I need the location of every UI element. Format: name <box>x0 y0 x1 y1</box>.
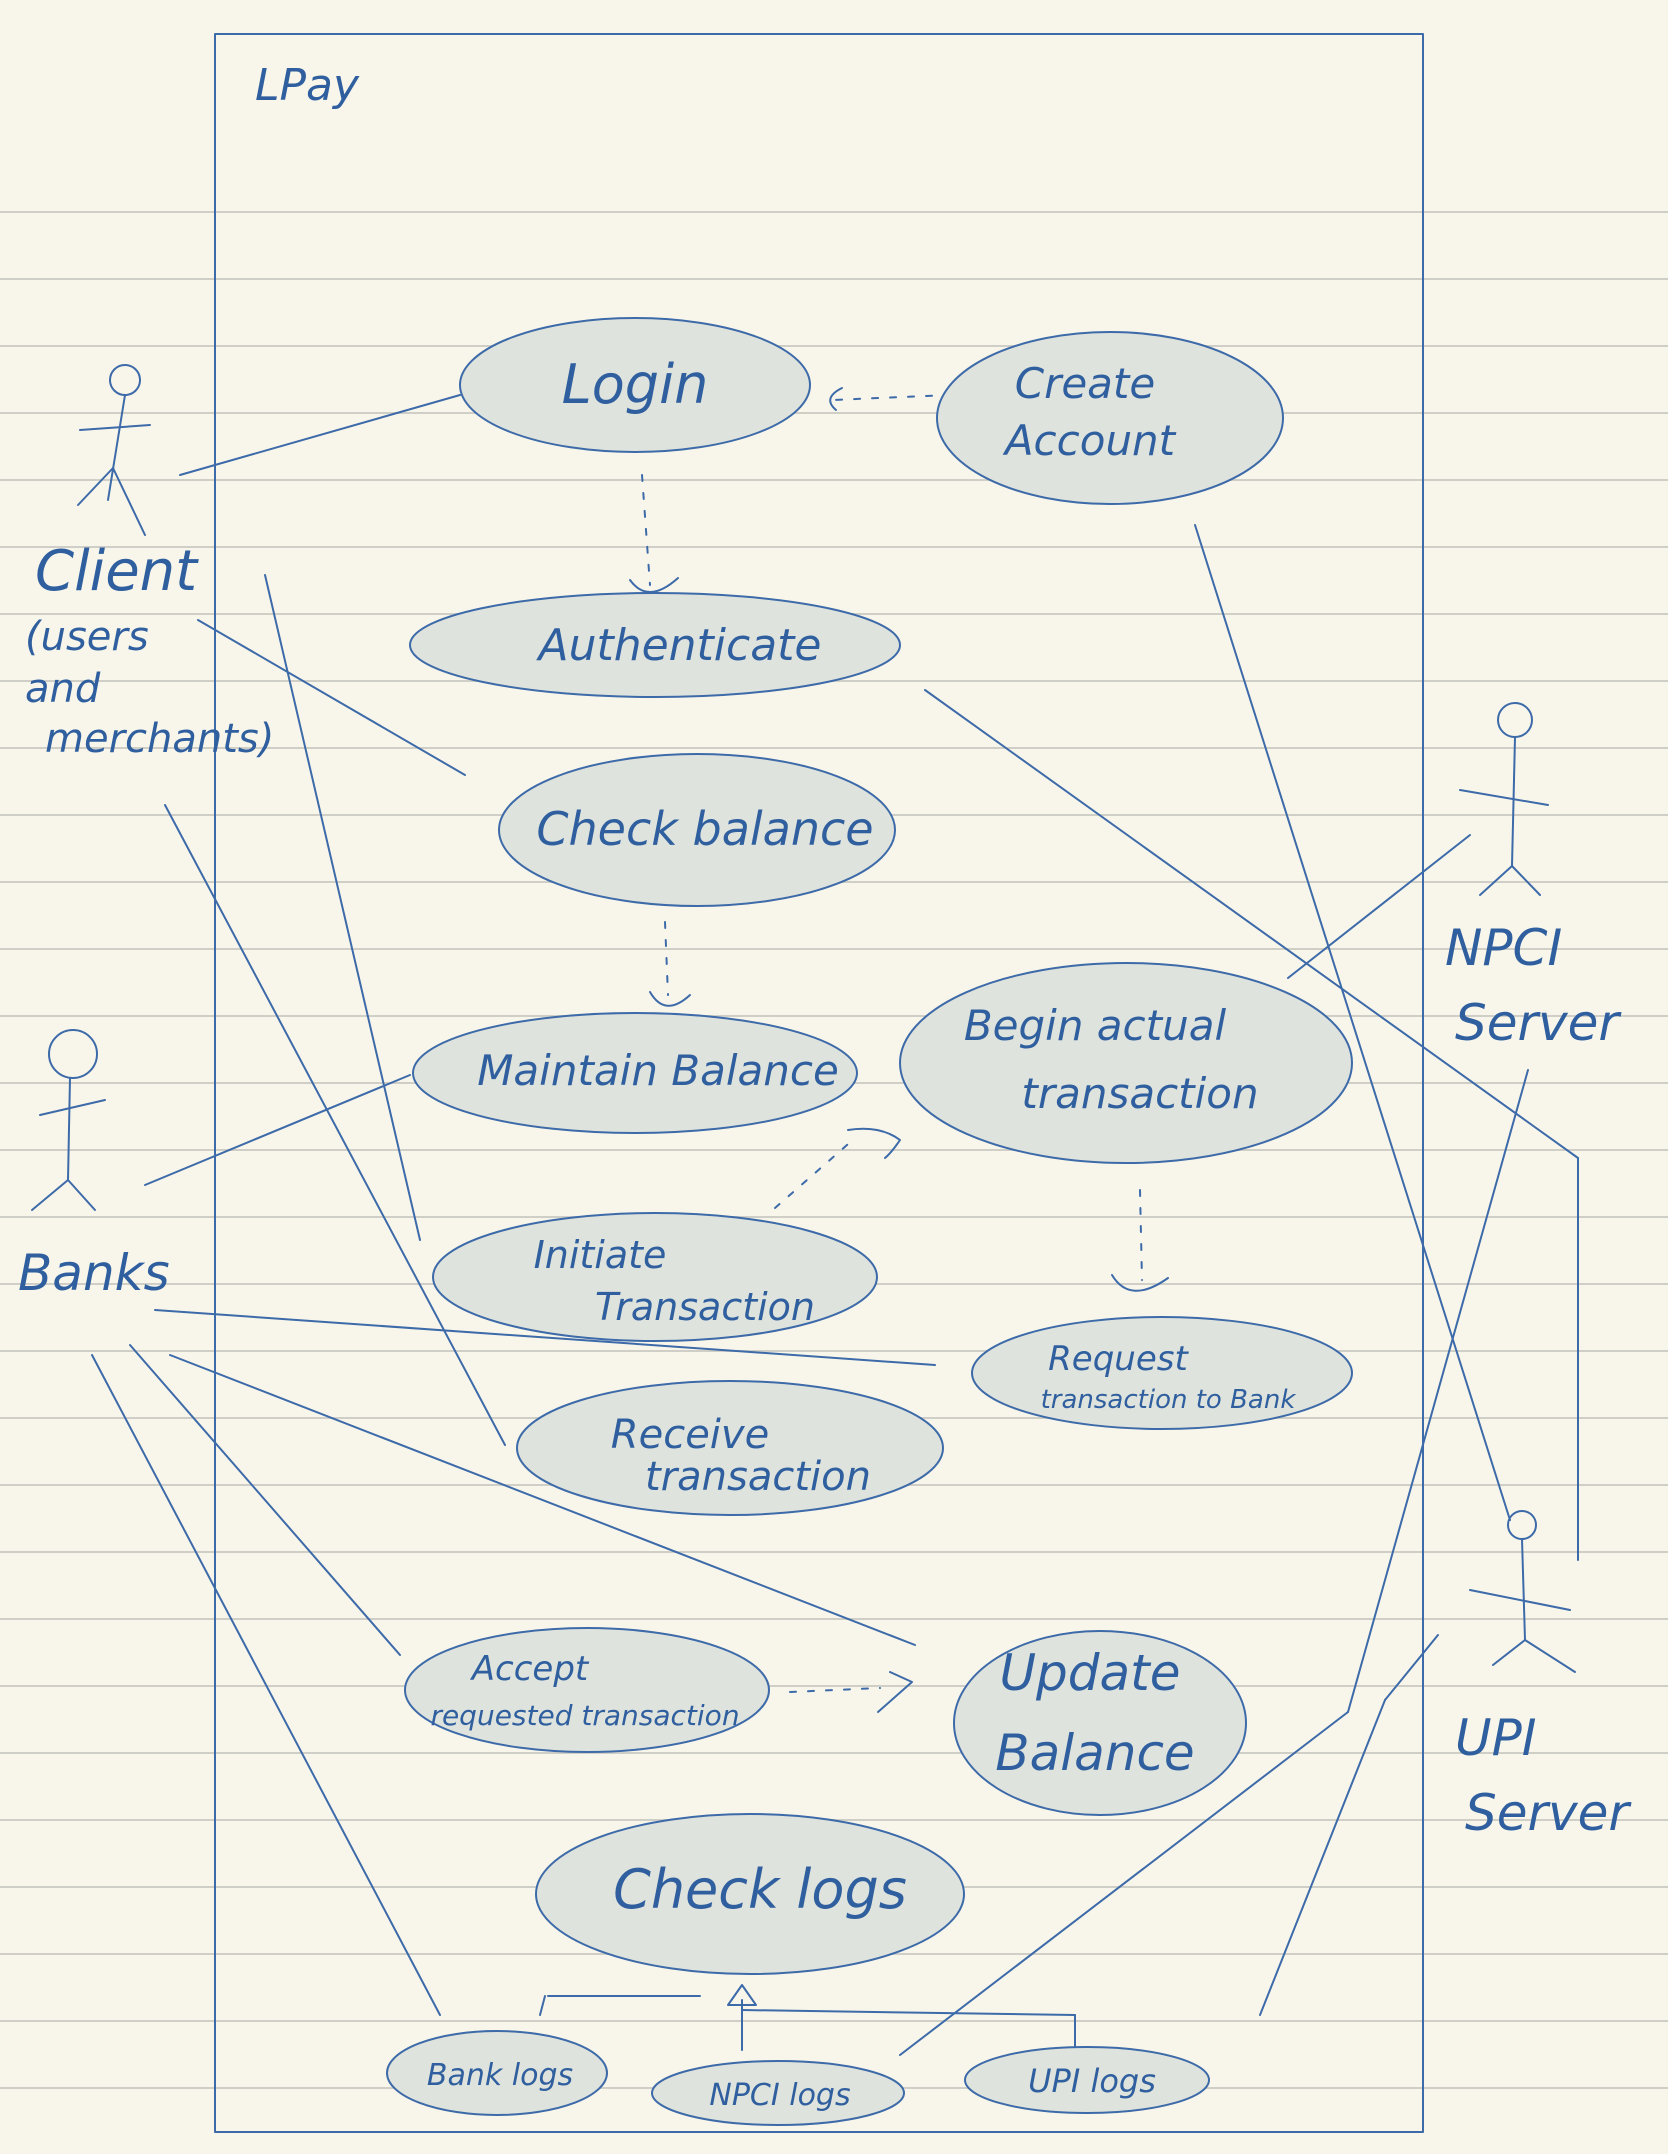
actor-upi-server: UPI Server <box>1455 1510 1632 1842</box>
svg-text:Initiate: Initiate <box>534 1233 667 1277</box>
svg-text:transaction to Bank: transaction to Bank <box>1041 1385 1297 1415</box>
stick-figure-icon <box>1459 702 1549 896</box>
use-case-npci-logs: NPCI logs <box>651 2060 905 2126</box>
system-boundary <box>214 33 1424 2133</box>
use-case-create-account: Create Account <box>936 331 1284 505</box>
svg-text:Accept: Accept <box>470 1649 590 1689</box>
use-case-accept-transaction: Accept requested transaction <box>404 1627 770 1753</box>
stick-figure-icon <box>1469 1510 1576 1673</box>
svg-text:Begin actual: Begin actual <box>964 1001 1227 1050</box>
use-case-update-balance: Update Balance <box>953 1630 1247 1816</box>
actor-upi-label: Server <box>1465 1784 1632 1842</box>
stick-figure-icon <box>77 364 151 536</box>
svg-text:Transaction: Transaction <box>595 1285 815 1329</box>
svg-text:UPI logs: UPI logs <box>1028 2062 1156 2100</box>
stick-figure-icon <box>31 1029 106 1211</box>
actor-npci-label: NPCI <box>1445 919 1562 977</box>
actor-banks: Banks <box>18 1029 170 1302</box>
svg-text:Account: Account <box>1002 416 1177 465</box>
use-case-upi-logs: UPI logs <box>964 2046 1210 2114</box>
dependencies <box>539 387 1169 2056</box>
svg-text:Balance: Balance <box>995 1724 1194 1782</box>
ruled-lines <box>0 211 1668 2089</box>
actor-client-note: (users <box>25 614 149 660</box>
svg-text:Create: Create <box>1015 359 1155 408</box>
svg-text:Update: Update <box>999 1644 1180 1702</box>
svg-text:Login: Login <box>562 353 709 416</box>
use-case-initiate-transaction: Initiate Transaction <box>432 1212 878 1342</box>
use-case-receive-transaction: Receive transaction <box>516 1380 944 1516</box>
use-case-begin-transaction: Begin actual transaction <box>899 962 1353 1164</box>
use-case-maintain-balance: Maintain Balance <box>412 1012 858 1134</box>
actor-banks-label: Banks <box>18 1244 170 1302</box>
actor-client-note: merchants) <box>45 716 274 762</box>
actor-upi-label: UPI <box>1455 1709 1537 1767</box>
use-case-check-balance: Check balance <box>498 753 896 907</box>
svg-text:Bank logs: Bank logs <box>427 2058 573 2093</box>
svg-text:requested transaction: requested transaction <box>430 1699 739 1732</box>
actor-client: Client (users and merchants) <box>25 364 274 762</box>
actor-npci-server: NPCI Server <box>1445 702 1622 1052</box>
use-case-login: Login <box>459 317 811 453</box>
svg-text:Receive: Receive <box>611 1412 769 1458</box>
svg-text:NPCI logs: NPCI logs <box>709 2078 850 2113</box>
svg-text:transaction: transaction <box>645 1454 871 1500</box>
svg-text:Authenticate: Authenticate <box>535 620 821 671</box>
svg-text:Check balance: Check balance <box>536 802 873 856</box>
actor-client-label: Client <box>35 539 199 604</box>
actor-npci-label: Server <box>1455 994 1622 1052</box>
use-case-authenticate: Authenticate <box>409 592 901 698</box>
use-case-check-logs: Check logs <box>535 1813 965 1975</box>
svg-text:transaction: transaction <box>1021 1069 1258 1118</box>
svg-text:Check logs: Check logs <box>613 1858 907 1921</box>
actor-client-note: and <box>25 666 101 712</box>
svg-text:Request: Request <box>1048 1339 1189 1379</box>
svg-text:Maintain Balance: Maintain Balance <box>477 1046 839 1095</box>
associations <box>91 394 1579 2056</box>
use-case-request-transaction: Request transaction to Bank <box>971 1316 1353 1430</box>
use-case-bank-logs: Bank logs <box>386 2030 608 2116</box>
system-name: LPay <box>255 60 360 111</box>
